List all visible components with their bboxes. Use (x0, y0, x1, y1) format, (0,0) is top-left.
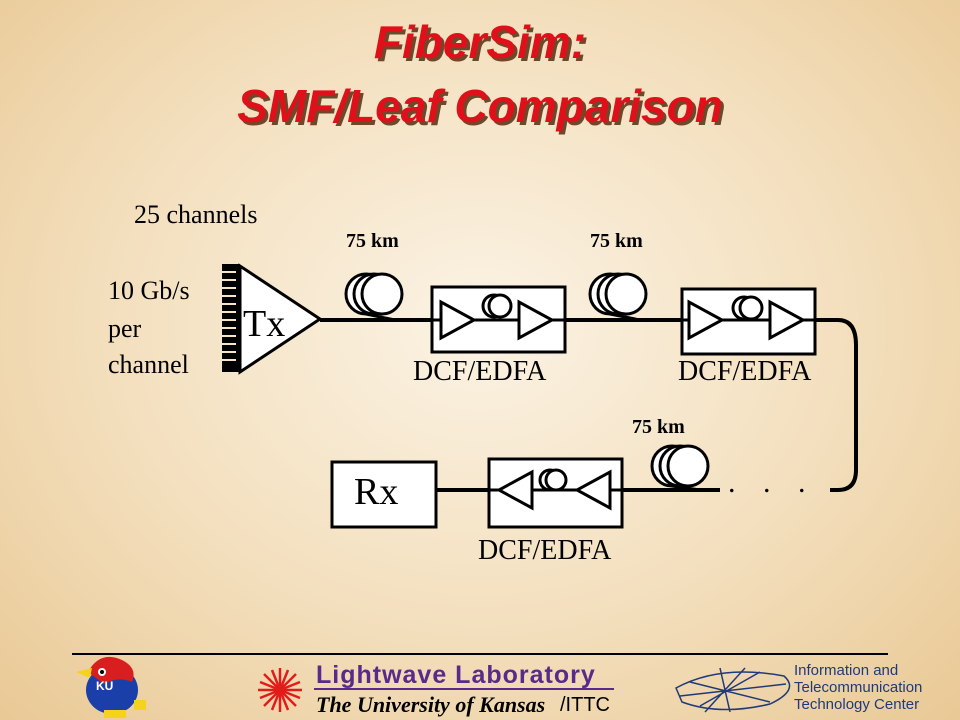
dcf-edfa-box-1 (430, 285, 567, 354)
network-globe-icon (675, 667, 791, 713)
rate-label-line3: channel (108, 350, 189, 379)
receiver-block (330, 460, 438, 529)
fiber-spool-2 (588, 272, 648, 322)
center-line-3: Technology Center (794, 696, 920, 713)
center-name: Information and Telecommunication Techno… (794, 662, 922, 713)
laser-starburst-icon (258, 668, 302, 712)
rate-label-line2: per (108, 314, 142, 343)
ittc-suffix: /ITTC (560, 694, 610, 716)
amp-label-3: DCF/EDFA (478, 535, 612, 566)
span-label-1: 75 km (346, 230, 399, 252)
fiber-spool-1 (344, 272, 404, 322)
transmitter-block (222, 263, 323, 375)
slide-title-line2: SMF/Leaf Comparison (237, 80, 723, 132)
lab-name: Lightwave Laboratory (316, 661, 596, 689)
amp-label-1: DCF/EDFA (413, 356, 547, 387)
span-label-2: 75 km (590, 230, 643, 252)
dcf-edfa-box-2 (680, 287, 817, 356)
dcf-edfa-box-3 (487, 457, 624, 529)
university-name: The University of Kansas (316, 692, 546, 717)
fiber-loop (815, 318, 858, 492)
center-line-2: Telecommunication (794, 679, 923, 696)
fiber-spool-3 (650, 444, 710, 492)
amp-label-2: DCF/EDFA (678, 356, 812, 387)
center-line-1: Information and (794, 662, 899, 679)
rate-label-line1: 10 Gb/s (108, 276, 190, 305)
span-label-3: 75 km (632, 416, 685, 438)
slide-title-line1: FiberSim: (373, 16, 587, 68)
rx-label: Rx (354, 471, 399, 513)
jayhawk-logo (76, 656, 146, 718)
ku-mark: KU (96, 679, 114, 693)
channels-label: 25 channels (134, 200, 258, 229)
tx-label: Tx (243, 303, 286, 345)
continuation-dots: . . . (728, 466, 816, 499)
